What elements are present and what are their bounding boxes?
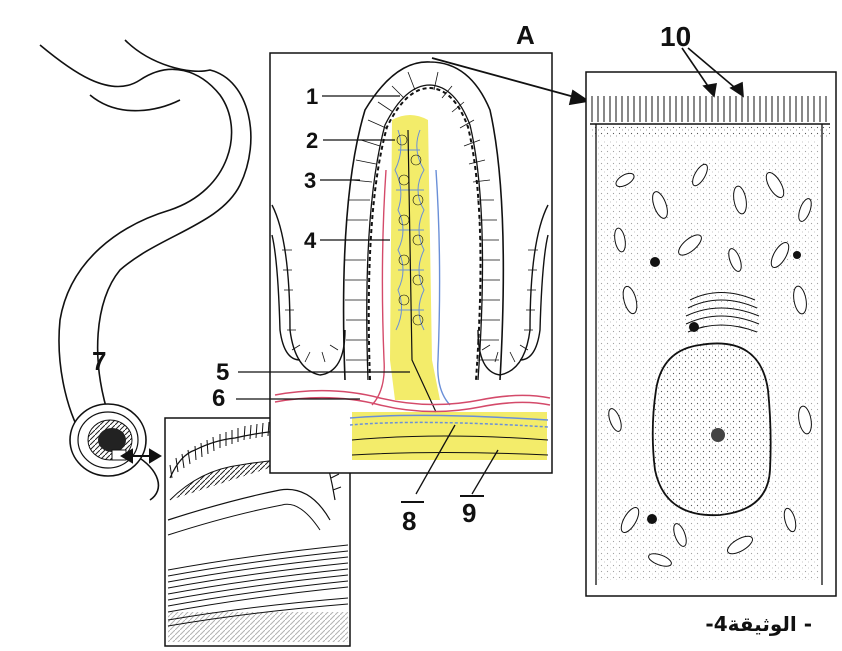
document-caption: - الوثيقة4- [705, 612, 812, 636]
label-3: 3 [304, 168, 316, 193]
intestine-cross-section [70, 404, 146, 476]
panel-letter-a: A [516, 20, 535, 50]
label-1: 1 [306, 84, 318, 109]
label-4: 4 [304, 228, 317, 253]
label-8: 8 [402, 506, 416, 536]
label-6: 6 [212, 385, 225, 412]
label-5: 5 [216, 359, 229, 386]
label-10: 10 [660, 21, 691, 52]
nucleus [653, 343, 771, 515]
nucleolus [711, 428, 725, 442]
label-9: 9 [462, 498, 476, 528]
label-2: 2 [306, 128, 318, 153]
enterocyte-panel [586, 72, 836, 596]
label-7: 7 [92, 346, 106, 376]
